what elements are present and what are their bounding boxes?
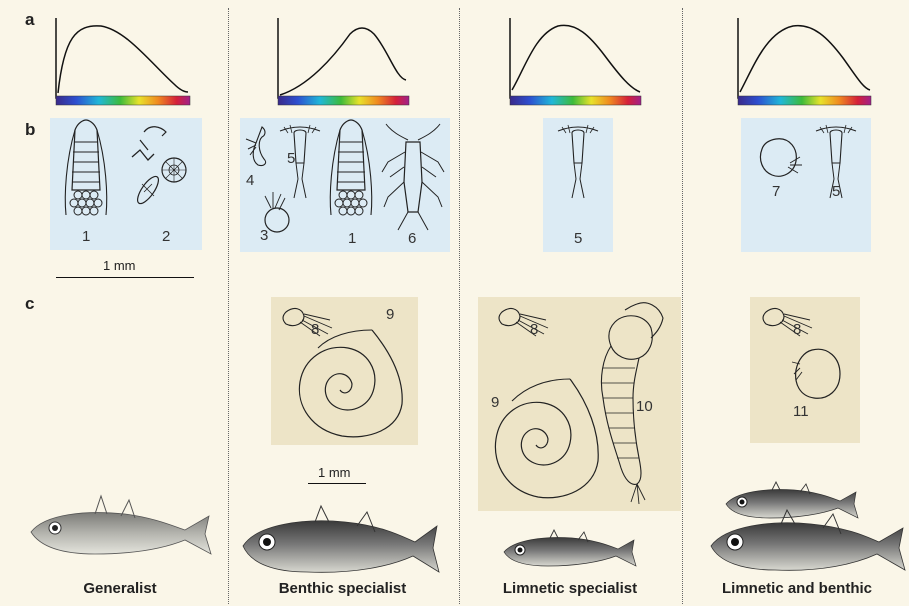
column-separator <box>459 8 460 604</box>
stickleback-fish-benthic-large <box>705 512 905 580</box>
prey-number: 1 <box>82 228 90 245</box>
prey-number: 5 <box>287 150 295 167</box>
algae-icon <box>130 122 190 217</box>
prey-number: 6 <box>408 230 416 247</box>
prey-number: 4 <box>246 172 254 189</box>
prey-number: 8 <box>530 321 538 338</box>
stickleback-fish-generalist <box>25 492 215 572</box>
ostracod-icon <box>756 135 806 185</box>
copepod-egg-icon <box>326 120 381 225</box>
ostracod-icon <box>790 344 850 404</box>
copepod-egg-icon <box>60 120 120 225</box>
snail-shell-icon <box>290 326 408 441</box>
stickleback-fish-limnetic <box>500 530 640 574</box>
spectrum-curve-limnetic <box>510 18 642 106</box>
row-label-b: b <box>25 120 35 140</box>
spectrum-curve-both <box>738 18 872 106</box>
prey-number: 5 <box>574 230 582 247</box>
caption-generalist: Generalist <box>20 580 220 597</box>
prey-number: 5 <box>832 183 840 200</box>
row-label-a: a <box>25 10 34 30</box>
isopod-icon <box>378 122 448 232</box>
prey-number: 8 <box>793 321 801 338</box>
prey-number: 1 <box>348 230 356 247</box>
prey-number: 9 <box>386 306 394 323</box>
stickleback-fish-benthic <box>235 508 440 584</box>
column-separator <box>682 8 683 604</box>
prey-number: 7 <box>772 183 780 200</box>
scale-bar-label: 1 mm <box>103 258 136 273</box>
prey-number: 2 <box>162 228 170 245</box>
copepod-icon <box>558 123 598 203</box>
caption-limnetic-specialist: Limnetic specialist <box>465 580 675 597</box>
chironomid-larva-icon <box>585 298 675 508</box>
prey-number: 3 <box>260 227 268 244</box>
column-separator <box>228 8 229 604</box>
prey-number: 11 <box>793 403 809 420</box>
cladoceran-icon <box>244 125 279 170</box>
scale-bar-line <box>56 277 194 278</box>
row-label-c: c <box>25 294 34 314</box>
daphnia-icon <box>496 302 561 337</box>
prey-number: 9 <box>491 394 499 411</box>
caption-benthic-specialist: Benthic specialist <box>235 580 450 597</box>
prey-number: 8 <box>311 321 319 338</box>
scale-bar-label: 1 mm <box>318 465 351 480</box>
spectrum-curve-generalist <box>56 18 191 106</box>
spectrum-curve-benthic <box>278 18 410 106</box>
caption-limnetic-and-benthic: Limnetic and benthic <box>688 580 906 597</box>
scale-bar-line <box>308 483 366 484</box>
prey-number: 10 <box>636 398 653 415</box>
